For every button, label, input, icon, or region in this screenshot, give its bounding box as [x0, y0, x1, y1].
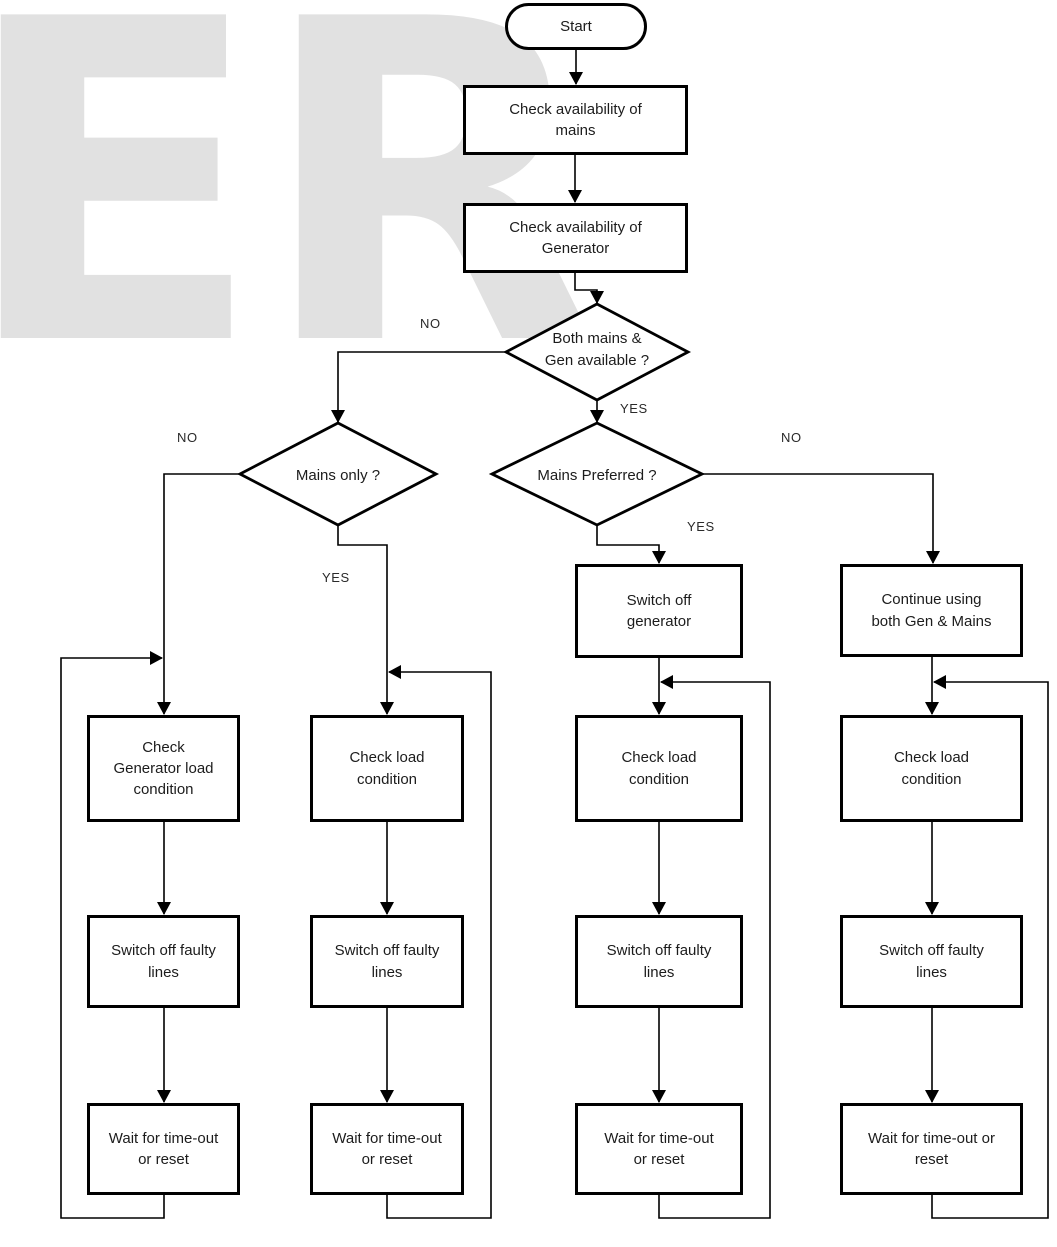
node-col1-check-generator-load: Check Generator load condition: [87, 715, 240, 822]
decision-both-available-label: Both mains & Gen available ?: [544, 330, 650, 369]
branch-label-both-available-no: NO: [420, 316, 441, 331]
edge-both-available-no: [331, 351, 506, 423]
decision-mains-only-label: Mains only ?: [295, 467, 381, 484]
branch-label-mains-only-yes: YES: [322, 570, 350, 585]
edge-col3-loopback: [658, 675, 771, 1219]
edge-mains-preferred-yes: [596, 525, 666, 564]
node-col2-switch-off-faulty: Switch off faulty lines: [310, 915, 464, 1008]
edge-col2-loopback: [386, 665, 492, 1219]
decision-mains-preferred-shape: [488, 421, 706, 527]
edge-mains-only-yes: [337, 525, 394, 715]
edge-mains-preferred-no: [702, 473, 940, 564]
node-continue-both: Continue using both Gen & Mains: [840, 564, 1023, 657]
branch-label-mains-preferred-no: NO: [781, 430, 802, 445]
edge-col4-loopback: [931, 675, 1049, 1219]
branch-label-mains-preferred-yes: YES: [687, 519, 715, 534]
node-col2-check-load: Check load condition: [310, 715, 464, 822]
node-col3-check-load: Check load condition: [575, 715, 743, 822]
decision-mains-only-shape: [236, 421, 440, 527]
watermark-letter-e: E: [0, 0, 263, 443]
node-check-generator: Check availability of Generator: [463, 203, 688, 273]
branch-label-both-available-yes: YES: [620, 401, 648, 416]
node-start: Start: [505, 3, 647, 50]
node-col2-wait-timeout: Wait for time-out or reset: [310, 1103, 464, 1195]
edge-col1-loopback: [60, 651, 165, 1219]
node-col3-wait-timeout: Wait for time-out or reset: [575, 1103, 743, 1195]
decision-mains-preferred-label: Mains Preferred ?: [537, 467, 657, 484]
node-col4-switch-off-faulty: Switch off faulty lines: [840, 915, 1023, 1008]
node-switch-off-generator: Switch off generator: [575, 564, 743, 658]
node-col1-wait-timeout: Wait for time-out or reset: [87, 1103, 240, 1195]
node-col1-switch-off-faulty: Switch off faulty lines: [87, 915, 240, 1008]
branch-label-mains-only-no: NO: [177, 430, 198, 445]
edge-check-generator-to-both-available: [574, 273, 604, 304]
node-check-mains: Check availability of mains: [463, 85, 688, 155]
edge-mains-only-no: [157, 473, 240, 715]
node-col4-check-load: Check load condition: [840, 715, 1023, 822]
node-col3-switch-off-faulty: Switch off faulty lines: [575, 915, 743, 1008]
decision-both-available-shape: [502, 302, 692, 402]
node-col4-wait-timeout: Wait for time-out or reset: [840, 1103, 1023, 1195]
